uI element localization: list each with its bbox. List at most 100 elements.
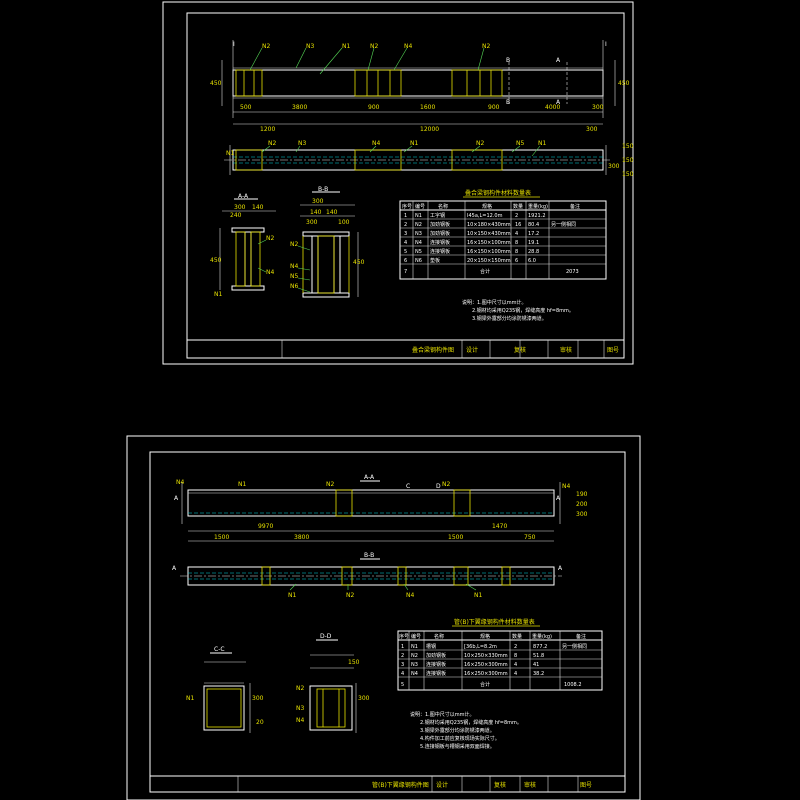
svg-text:N4: N4 bbox=[290, 263, 298, 270]
svg-text:N4: N4 bbox=[415, 240, 422, 246]
table-2-row: 1 N1 槽钢 [36b,L=8.2m 2 877.2 另一侧相同 bbox=[401, 643, 587, 650]
svg-text:N1: N1 bbox=[186, 695, 194, 702]
svg-text:备注: 备注 bbox=[576, 633, 586, 640]
svg-text:900: 900 bbox=[488, 104, 500, 111]
svg-text:450: 450 bbox=[618, 80, 630, 87]
svg-text:1200: 1200 bbox=[260, 126, 275, 133]
svg-text:加劲钢板: 加劲钢板 bbox=[430, 221, 450, 228]
svg-text:N1: N1 bbox=[288, 592, 296, 599]
svg-text:编号: 编号 bbox=[415, 203, 425, 210]
svg-text:16×150×100mm: 16×150×100mm bbox=[467, 249, 511, 255]
svg-text:2: 2 bbox=[515, 213, 518, 219]
svg-text:300: 300 bbox=[312, 198, 324, 205]
svg-text:190: 190 bbox=[576, 491, 588, 498]
sheet-2: A-A A A C D N4 N1 N2 N2 N4 190 200 300 9… bbox=[126, 435, 641, 800]
svg-text:工字钢: 工字钢 bbox=[430, 212, 445, 219]
svg-text:合计: 合计 bbox=[480, 681, 490, 688]
svg-text:4: 4 bbox=[401, 671, 404, 677]
sheet-1-elevation: N2 N3 N1 N2 N4 N2 B B A A I I 450 450 bbox=[210, 40, 630, 118]
svg-text:N4: N4 bbox=[176, 479, 184, 486]
svg-text:1: 1 bbox=[401, 644, 404, 650]
svg-text:N2: N2 bbox=[411, 653, 418, 659]
svg-text:N6: N6 bbox=[290, 283, 298, 290]
svg-text:4: 4 bbox=[404, 240, 407, 246]
table-1-row: 3 N3 加劲钢板 10×150×430mm 4 17.2 bbox=[404, 230, 539, 237]
svg-text:槽钢: 槽钢 bbox=[426, 643, 436, 650]
svg-text:N1: N1 bbox=[342, 43, 350, 50]
svg-text:140: 140 bbox=[252, 204, 264, 211]
sheet-2-material-table: 管(B)下翼缘钢构件材料数量表 序号 编号 名称 规格 数量 重量(kg) 备注… bbox=[397, 618, 603, 691]
svg-text:A: A bbox=[174, 495, 179, 502]
section-a-title: A-A bbox=[238, 193, 249, 200]
svg-text:4: 4 bbox=[514, 671, 517, 677]
svg-text:I: I bbox=[605, 41, 607, 48]
svg-text:N2: N2 bbox=[266, 235, 274, 242]
sheet-2-outer-border bbox=[126, 435, 641, 800]
svg-text:规格: 规格 bbox=[480, 633, 490, 640]
table-1-row: 4 N4 连接钢板 16×150×100mm 8 19.1 bbox=[404, 239, 539, 246]
table-1-row: 1 N1 工字钢 I45a,L=12.0m 2 1921.2 bbox=[404, 212, 546, 219]
svg-text:1600: 1600 bbox=[420, 104, 435, 111]
sheet-1-title-block: 叠合梁钢构件图 设计 复核 审核 图号 bbox=[186, 339, 625, 359]
svg-text:图号: 图号 bbox=[607, 347, 619, 354]
sheet-2-notes: 说明：1.图中尺寸以mm计。 2.钢材均采用Q235钢，焊缝高度 hf=8mm。… bbox=[410, 711, 522, 750]
svg-text:16: 16 bbox=[515, 222, 521, 228]
svg-text:450: 450 bbox=[210, 257, 222, 264]
svg-text:38.2: 38.2 bbox=[533, 671, 544, 677]
svg-text:加劲钢板: 加劲钢板 bbox=[426, 652, 446, 659]
svg-text:140: 140 bbox=[310, 209, 322, 216]
svg-text:2: 2 bbox=[514, 644, 517, 650]
svg-text:N4: N4 bbox=[562, 483, 570, 490]
svg-text:1500: 1500 bbox=[448, 534, 463, 541]
svg-text:2.钢材均采用Q235钢，焊缝高度 hf=8mm。: 2.钢材均采用Q235钢，焊缝高度 hf=8mm。 bbox=[472, 307, 574, 314]
svg-text:N1: N1 bbox=[415, 213, 422, 219]
sheet-1-plan: N1 N2 N3 N4 N1 N2 N5 N1 150 150 150 300 bbox=[224, 140, 634, 178]
svg-text:4.构件加工前应复核现场实际尺寸。: 4.构件加工前应复核现场实际尺寸。 bbox=[420, 735, 500, 742]
svg-text:51.8: 51.8 bbox=[533, 653, 544, 659]
svg-text:编号: 编号 bbox=[411, 633, 421, 640]
svg-text:500: 500 bbox=[240, 104, 252, 111]
svg-text:240: 240 bbox=[230, 212, 242, 219]
svg-text:4000: 4000 bbox=[545, 104, 560, 111]
svg-text:设计: 设计 bbox=[466, 346, 478, 354]
svg-text:6: 6 bbox=[515, 258, 518, 264]
svg-text:300: 300 bbox=[608, 163, 620, 170]
svg-text:另一侧相同: 另一侧相同 bbox=[562, 643, 587, 650]
sheet-1: N2 N3 N1 N2 N4 N2 B B A A I I 450 450 50… bbox=[162, 1, 634, 365]
svg-text:100: 100 bbox=[338, 219, 350, 226]
svg-text:说明：1.图中尺寸以mm计。: 说明：1.图中尺寸以mm计。 bbox=[410, 711, 475, 718]
sheet-1-dims: 500 3800 900 1600 900 4000 300 1200 1200… bbox=[233, 104, 604, 133]
svg-text:复核: 复核 bbox=[494, 781, 506, 789]
sheet-2-section-c: C-C N1 300 20 bbox=[186, 646, 264, 733]
table-1-title: 叠合梁钢构件材料数量表 bbox=[465, 189, 531, 197]
svg-text:N4: N4 bbox=[404, 43, 412, 50]
svg-text:3800: 3800 bbox=[294, 534, 309, 541]
svg-text:N3: N3 bbox=[306, 43, 314, 50]
svg-text:17.2: 17.2 bbox=[528, 231, 539, 237]
svg-text:N4: N4 bbox=[411, 671, 418, 677]
svg-text:7: 7 bbox=[404, 269, 407, 275]
svg-text:9970: 9970 bbox=[258, 523, 273, 530]
svg-text:5.连接钢板与槽钢采用双面焊接。: 5.连接钢板与槽钢采用双面焊接。 bbox=[420, 743, 495, 750]
svg-text:I45a,L=12.0m: I45a,L=12.0m bbox=[467, 213, 503, 219]
svg-text:名称: 名称 bbox=[434, 633, 444, 640]
table-2-row: 4 N4 连接钢板 16×250×300mm 4 38.2 bbox=[401, 670, 544, 677]
svg-text:12000: 12000 bbox=[420, 126, 439, 133]
svg-text:41: 41 bbox=[533, 662, 539, 668]
svg-text:16×250×300mm: 16×250×300mm bbox=[464, 671, 508, 677]
svg-text:数量: 数量 bbox=[513, 203, 523, 210]
svg-text:N5: N5 bbox=[516, 140, 524, 147]
svg-text:设计: 设计 bbox=[436, 781, 448, 789]
svg-text:200: 200 bbox=[576, 501, 588, 508]
svg-text:N1: N1 bbox=[214, 291, 222, 298]
svg-text:A-A: A-A bbox=[364, 474, 375, 481]
svg-text:D-D: D-D bbox=[320, 633, 332, 640]
svg-text:10×250×330mm: 10×250×330mm bbox=[464, 653, 508, 659]
svg-text:150: 150 bbox=[622, 171, 634, 178]
svg-text:450: 450 bbox=[353, 259, 365, 266]
sheet-2-title-block: 管(B)下翼缘钢构件图 设计 复核 审核 图号 bbox=[149, 775, 626, 793]
svg-text:加劲钢板: 加劲钢板 bbox=[430, 230, 450, 237]
section-b-title: B-B bbox=[318, 186, 328, 193]
svg-text:审核: 审核 bbox=[560, 346, 572, 354]
svg-text:10×150×430mm: 10×150×430mm bbox=[467, 231, 511, 237]
